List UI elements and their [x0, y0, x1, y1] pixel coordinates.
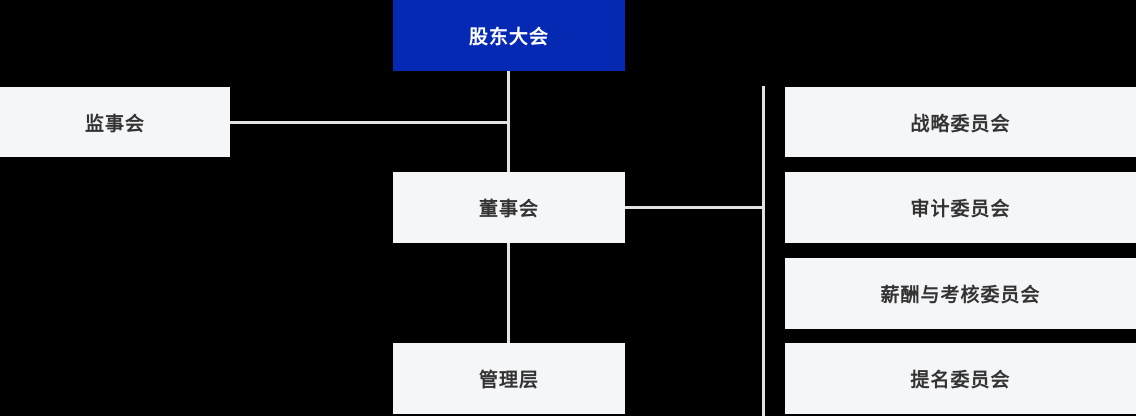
node-management: 管理层 — [393, 343, 625, 414]
node-management-label: 管理层 — [478, 370, 539, 391]
node-committee-strategy-label: 战略委员会 — [910, 113, 1011, 135]
connector-board-to-committees — [625, 206, 762, 209]
connector-board-to-management — [507, 243, 510, 343]
connector-committees-spine — [762, 86, 765, 416]
node-committee-audit-label: 审计委员会 — [910, 199, 1011, 220]
connector-supervisory-to-spine — [230, 121, 510, 124]
node-supervisory-board: 监事会 — [0, 87, 230, 157]
node-committee-strategy: 战略委员会 — [785, 87, 1136, 157]
node-board-of-directors: 董事会 — [393, 172, 625, 243]
node-shareholders-meeting-label: 股东大会 — [468, 27, 549, 48]
node-committee-remuneration-appraisal-label: 薪酬与考核委员会 — [880, 285, 1041, 306]
node-committee-audit: 审计委员会 — [785, 172, 1136, 243]
node-committee-remuneration-appraisal: 薪酬与考核委员会 — [785, 258, 1136, 329]
node-board-of-directors-label: 董事会 — [478, 199, 539, 220]
node-shareholders-meeting: 股东大会 — [393, 0, 625, 71]
node-committee-nomination: 提名委员会 — [785, 343, 1136, 414]
node-supervisory-board-label: 监事会 — [84, 113, 145, 135]
node-committee-nomination-label: 提名委员会 — [910, 370, 1011, 391]
